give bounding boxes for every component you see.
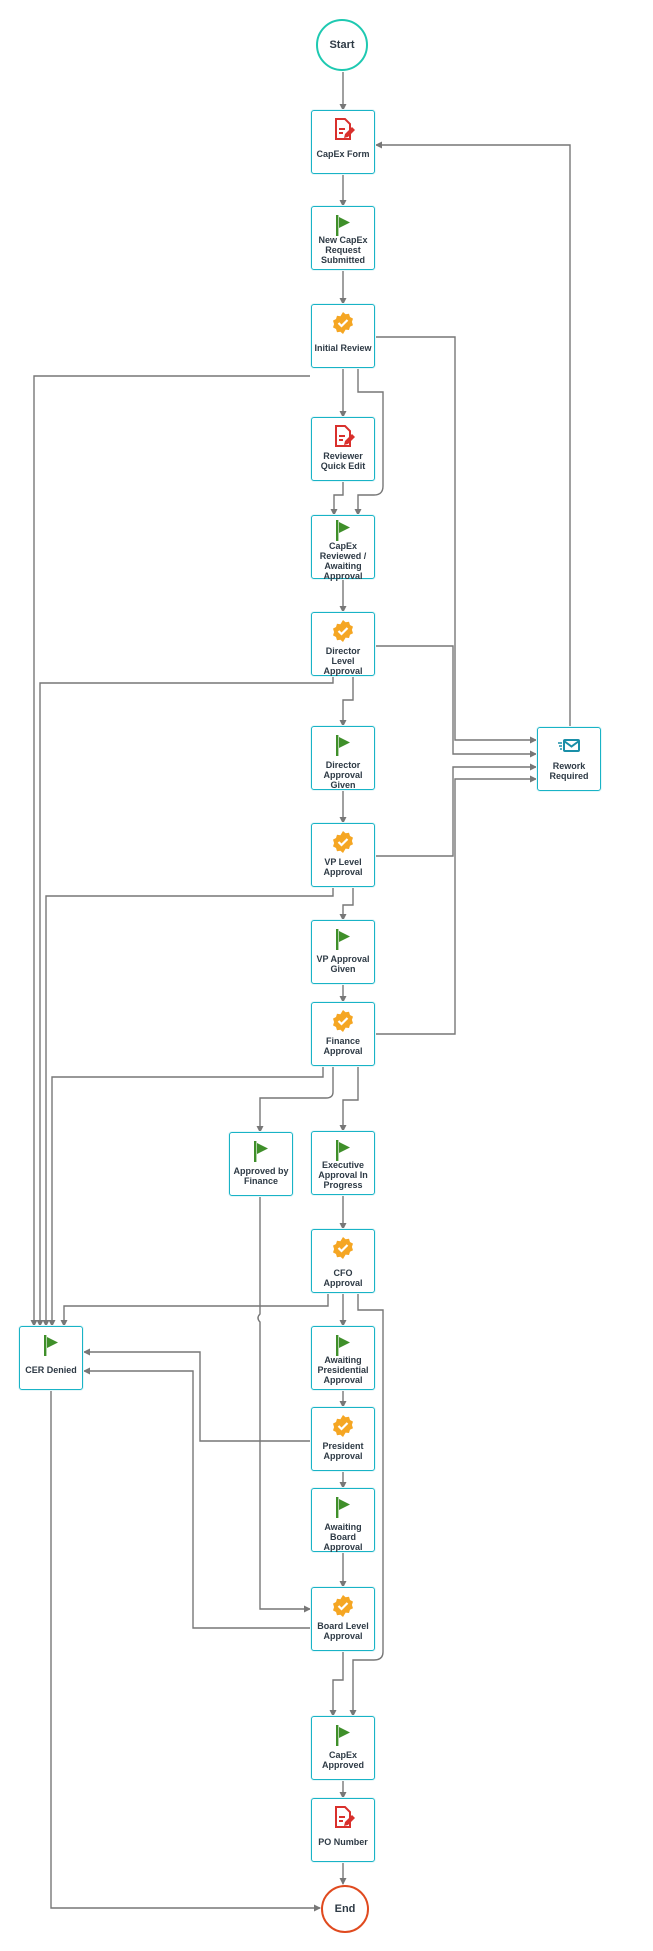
edge-rework-form [375,141,571,727]
check-badge-icon [333,620,353,642]
edit-document-icon [335,425,355,447]
node-label: CapEx Approved [321,1750,364,1770]
check-badge-icon [333,1595,353,1617]
node-president-approval[interactable]: President Approval [311,1407,375,1471]
check-badge-icon [333,1237,353,1259]
node-label: Director Approval Given [323,760,363,790]
check-badge-icon [333,1010,353,1032]
node-cer-denied[interactable]: CER Denied [19,1326,83,1390]
check-badge-icon [333,1415,353,1437]
edge-denied-end [50,1390,321,1912]
start-label: Start [329,39,355,51]
edge-board-approved [329,1651,344,1717]
node-label: CER Denied [25,1365,77,1375]
node-label: CapEx Form [316,149,370,159]
node-label: Reviewer Quick Edit [320,451,366,471]
node-label: PO Number [318,1837,368,1847]
flag-icon [336,929,350,950]
node-director-approval-given[interactable]: Director Approval Given [311,726,375,790]
node-label: Awaiting Presidential Approval [317,1355,369,1385]
edge-quickedit-reviewed [330,480,344,516]
flag-icon [336,215,350,236]
edge-vp-vpgiven [339,887,354,921]
edge-approvedbyfinance-board [257,1196,311,1613]
flag-icon [336,735,350,756]
flag-icon [336,1497,350,1518]
node-label: Rework Required [549,761,589,781]
edit-document-icon [335,118,355,140]
edge-director-rework [375,645,537,758]
node-capex-reviewed[interactable]: CapEx Reviewed / Awaiting Approval [311,515,375,581]
node-vp-level-approval[interactable]: VP Level Approval [311,823,375,887]
edge-cfo-approved [349,1293,384,1717]
node-approved-by-finance[interactable]: Approved by Finance [229,1132,293,1196]
edge-director-given [339,676,354,727]
end-event[interactable]: End [321,1885,369,1933]
node-label: VP Approval Given [316,954,370,974]
node-awaiting-presidential-approval[interactable]: Awaiting Presidential Approval [311,1326,375,1390]
node-po-number[interactable]: PO Number [311,1798,375,1862]
node-label: President Approval [322,1441,364,1461]
node-label: VP Level Approval [323,857,363,877]
node-board-level-approval[interactable]: Board Level Approval [311,1587,375,1651]
node-label: Finance Approval [323,1036,363,1056]
node-label: CapEx Reviewed / Awaiting Approval [319,541,367,581]
node-label: Board Level Approval [317,1621,369,1641]
check-badge-icon [333,831,353,853]
flag-icon [336,1335,350,1356]
edit-document-icon [335,1806,355,1828]
node-rework-required[interactable]: Rework Required [537,727,601,791]
edge-finance-approvedbyfinance [256,1066,334,1133]
email-icon [558,739,580,752]
edge-vp-rework [375,763,537,857]
node-label: CFO Approval [323,1268,363,1288]
edge-review-reviewed [354,368,384,516]
node-new-request[interactable]: New CapEx Request Submitted [311,206,375,270]
edge-vp-denied [42,887,334,1327]
edge-review-denied [30,375,310,1327]
node-capex-approved[interactable]: CapEx Approved [311,1716,375,1780]
edge-board-denied [83,1367,310,1629]
node-director-level-approval[interactable]: Director Level Approval [311,612,375,676]
flag-icon [336,1725,350,1746]
node-reviewer-quick-edit[interactable]: Reviewer Quick Edit [311,417,375,481]
edge-director-denied [36,676,334,1327]
node-initial-review[interactable]: Initial Review [311,304,375,368]
node-awaiting-board-approval[interactable]: Awaiting Board Approval [311,1488,375,1552]
node-label: Awaiting Board Approval [323,1522,363,1552]
node-label: Approved by Finance [233,1166,289,1186]
edge-finance-rework [375,775,537,1035]
flag-icon [254,1141,268,1162]
node-capex-form[interactable]: CapEx Form [311,110,375,174]
edge-finance-executive [339,1066,359,1132]
node-label: Executive Approval In Progress [318,1160,368,1190]
flag-icon [44,1335,58,1356]
edge-cfo-denied [60,1293,329,1327]
node-label: Director Level Approval [323,646,363,676]
end-label: End [334,1903,356,1915]
flag-icon [336,1140,350,1161]
flag-icon [336,520,350,541]
edge-finance-denied [48,1066,324,1327]
node-executive-approval-in-progress[interactable]: Executive Approval In Progress [311,1131,375,1195]
node-finance-approval[interactable]: Finance Approval [311,1002,375,1066]
check-badge-icon [333,312,353,334]
node-cfo-approval[interactable]: CFO Approval [311,1229,375,1293]
start-event[interactable]: Start [316,19,368,71]
node-label: Initial Review [314,343,372,353]
edge-review-rework [375,336,537,744]
node-vp-approval-given[interactable]: VP Approval Given [311,920,375,984]
edge-president-denied [83,1348,310,1442]
node-label: New CapEx Request Submitted [318,235,368,265]
